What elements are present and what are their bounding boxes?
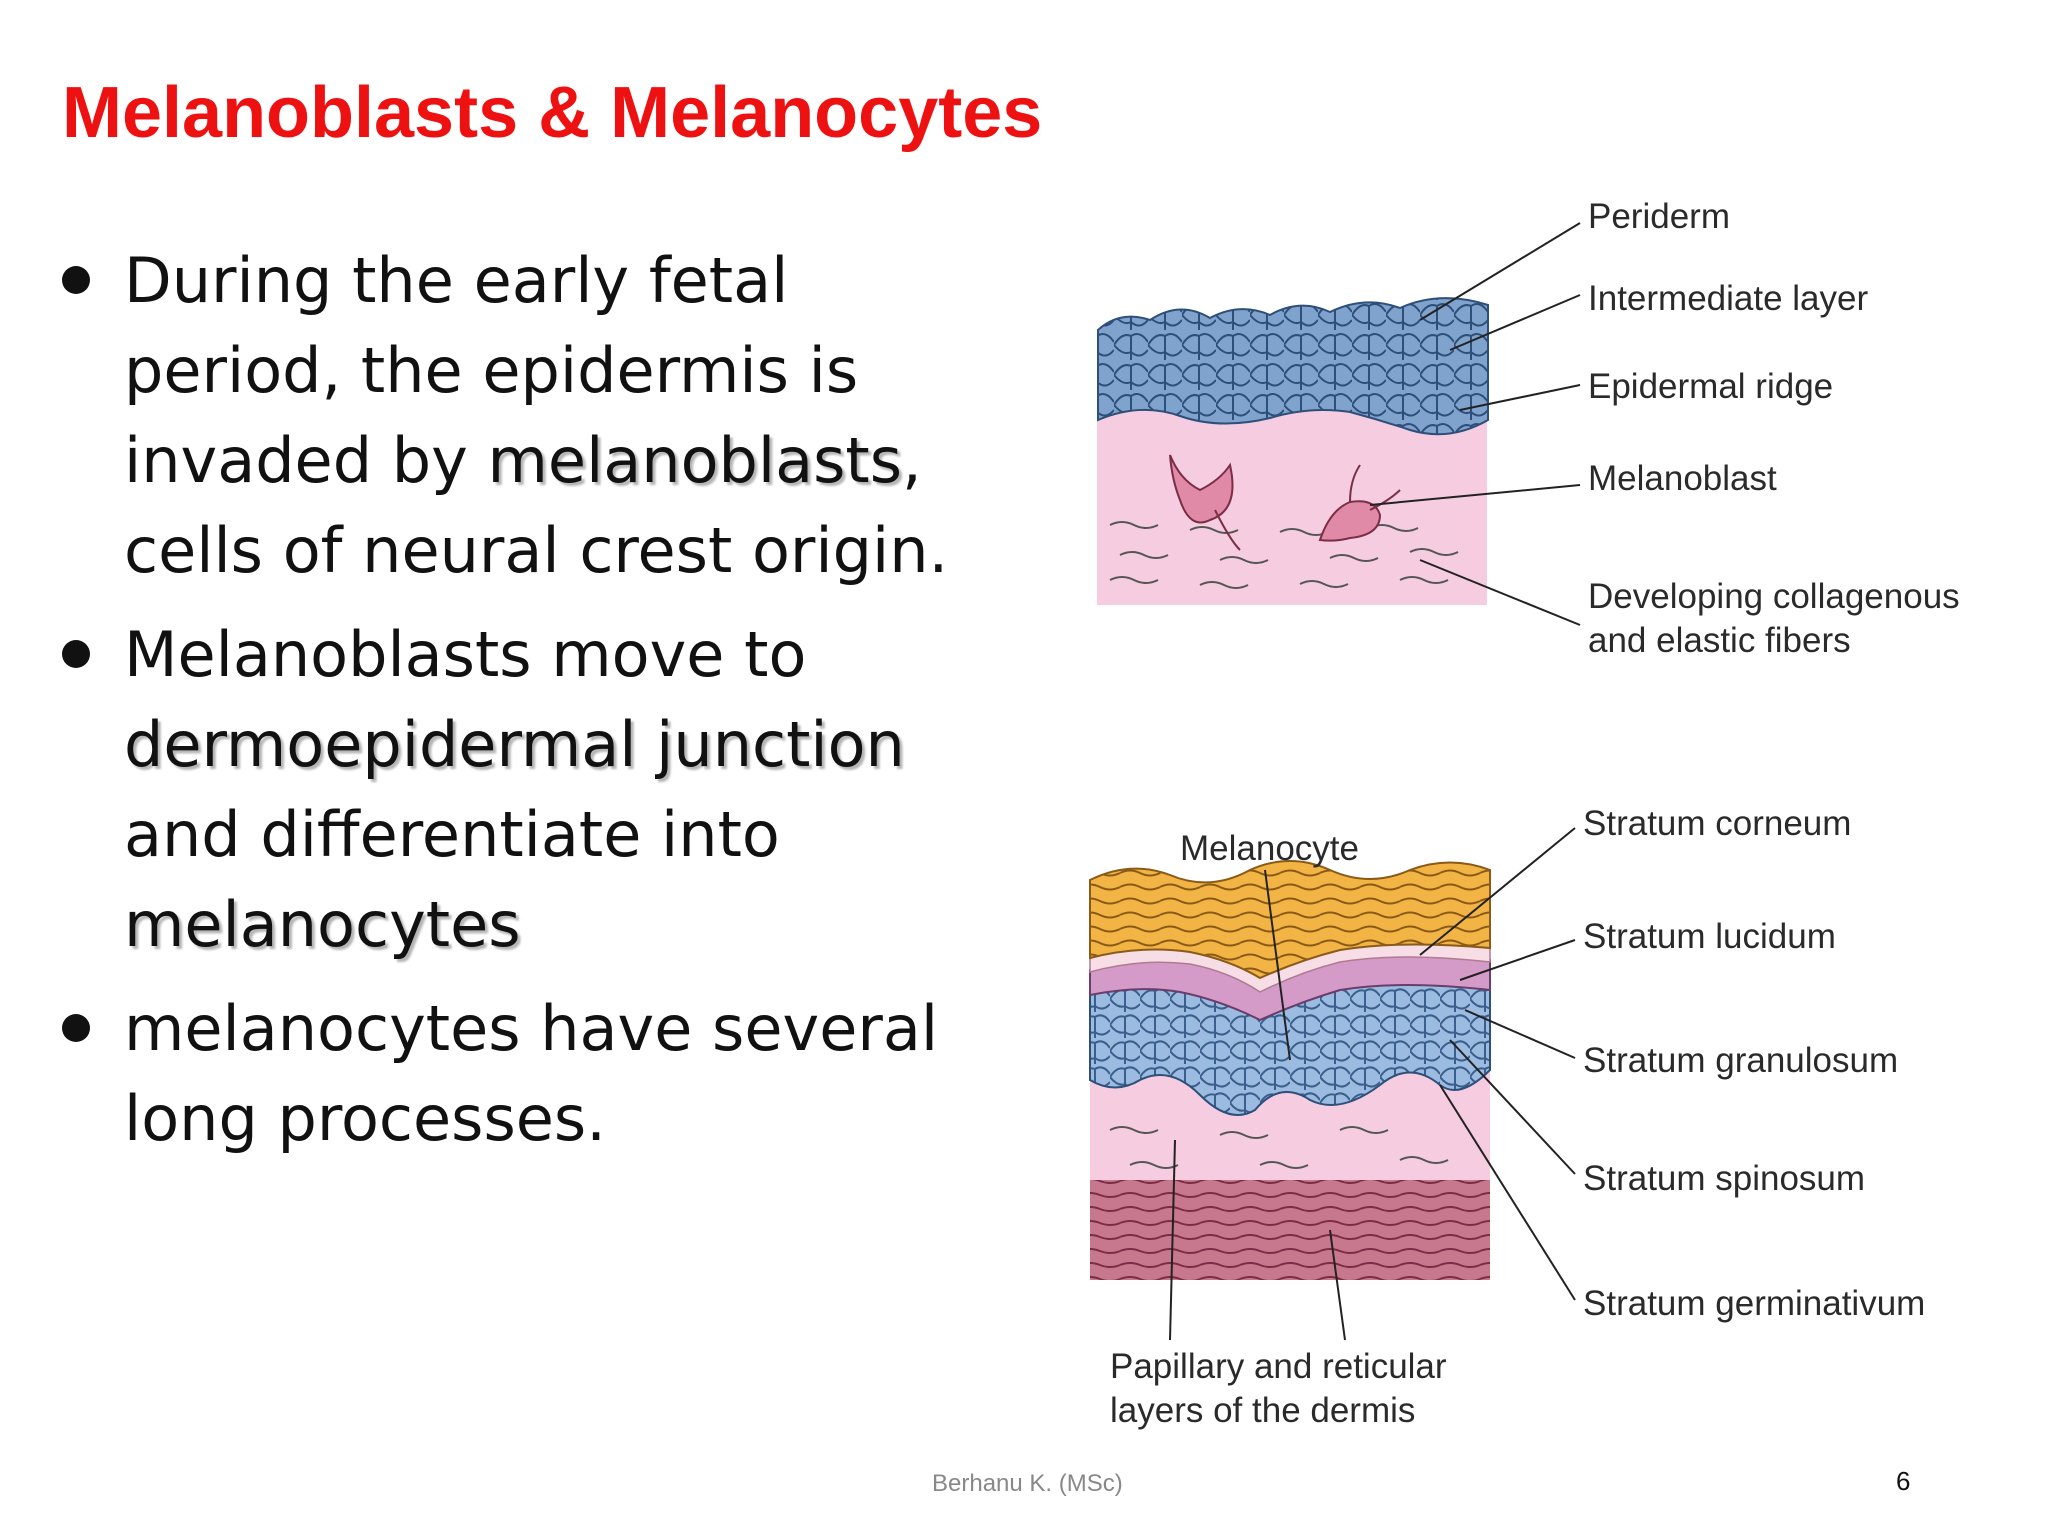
label-dermis-line-1: Papillary and reticular: [1110, 1347, 1447, 1386]
label-stratum-granulosum: Stratum granulosum: [1583, 1041, 1898, 1080]
bullet-2-text-middle: and differentiate into: [124, 798, 780, 871]
bullet-3-text: melanocytes have several long processes.: [124, 992, 939, 1155]
bullet-1-text-end: , cells of neural crest origin.: [124, 424, 949, 587]
top-epidermis: [1097, 297, 1489, 436]
footer-author: Berhanu K. (MSc): [932, 1470, 1123, 1497]
bullet-2-text: Melanoblasts move to: [124, 618, 807, 691]
bullet-item-3: melanocytes have several long processes.: [62, 984, 1012, 1164]
slide-title: Melanoblasts & Melanocytes: [62, 73, 1043, 153]
melanoblast-cells: [1169, 454, 1401, 551]
bottom-leader-lines: [1169, 827, 1576, 1341]
bullet-2-highlight: dermoepidermal junction: [124, 708, 905, 781]
bullet-1-text: During the early fetal period, the epide…: [124, 244, 859, 497]
label-intermediate-layer: Intermediate layer: [1588, 279, 1868, 318]
bullet-list: During the early fetal period, the epide…: [62, 236, 1012, 1178]
label-periderm: Periderm: [1588, 197, 1730, 236]
bullet-dot-icon: [62, 266, 90, 294]
label-stratum-lucidum: Stratum lucidum: [1583, 917, 1836, 956]
label-stratum-spinosum: Stratum spinosum: [1583, 1159, 1865, 1198]
top-leader-lines: [1369, 222, 1581, 626]
corneum-layer: [1089, 860, 1491, 980]
bullet-item-2: Melanoblasts move to dermoepidermal junc…: [62, 610, 1012, 970]
bullet-2-highlight-2: melanocytes: [124, 888, 521, 961]
label-melanoblast: Melanoblast: [1588, 459, 1777, 498]
skin-histology-diagram: Periderm Intermediate layer Epidermal ri…: [1089, 197, 1960, 1430]
label-epidermal-ridge: Epidermal ridge: [1588, 367, 1833, 406]
label-melanocyte: Melanocyte: [1180, 829, 1359, 868]
label-fibers-line-1: Developing collagenous: [1588, 577, 1960, 616]
label-stratum-germinativum: Stratum germinativum: [1583, 1284, 1925, 1323]
label-fibers-line-2: and elastic fibers: [1588, 621, 1851, 660]
page-number: 6: [1896, 1466, 1911, 1496]
label-stratum-corneum: Stratum corneum: [1583, 804, 1851, 843]
bottom-figure: Melanocyte Stratum corneum Stratum lucid…: [1089, 804, 1925, 1430]
label-dermis-line-2: layers of the dermis: [1110, 1391, 1415, 1430]
top-figure: Periderm Intermediate layer Epidermal ri…: [1097, 197, 1960, 660]
bullet-item-1: During the early fetal period, the epide…: [62, 236, 1012, 596]
bullet-dot-icon: [62, 1014, 90, 1042]
bullet-1-highlight: melanoblasts: [487, 424, 903, 497]
bullet-dot-icon: [62, 640, 90, 668]
bottom-fibers: [1109, 1126, 1449, 1169]
reticular-dermis: [1090, 1175, 1490, 1280]
top-fibers: [1109, 521, 1459, 589]
